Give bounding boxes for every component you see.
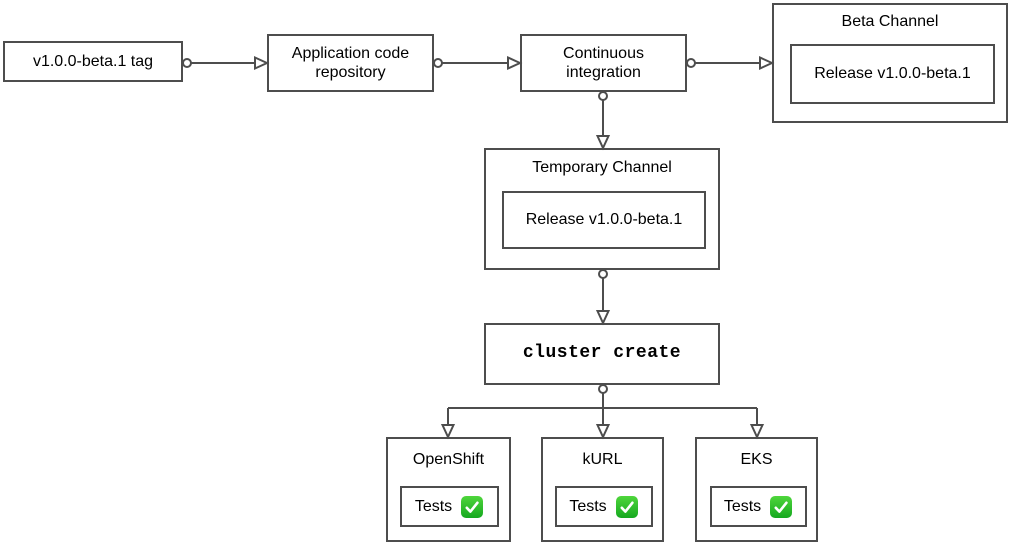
node-kurl-tests: Tests bbox=[555, 486, 653, 527]
group-beta-channel: Beta Channel Release v1.0.0-beta.1 bbox=[772, 3, 1008, 123]
group-kurl: kURL Tests bbox=[541, 437, 664, 542]
group-openshift: OpenShift Tests bbox=[386, 437, 511, 542]
node-continuous-integration: Continuous integration bbox=[520, 34, 687, 92]
group-temporary-channel-title: Temporary Channel bbox=[532, 159, 672, 176]
node-beta-release-label: Release v1.0.0-beta.1 bbox=[814, 65, 971, 83]
check-mark-button-icon bbox=[615, 495, 638, 518]
node-openshift-tests: Tests bbox=[400, 486, 499, 527]
connector-cluster-create-fanout bbox=[440, 384, 765, 440]
node-eks-tests: Tests bbox=[710, 486, 807, 527]
group-temporary-channel: Temporary Channel Release v1.0.0-beta.1 bbox=[484, 148, 720, 270]
node-application-code-repository: Application code repository bbox=[267, 34, 434, 92]
group-eks-title: EKS bbox=[740, 451, 773, 468]
node-version-tag: v1.0.0-beta.1 tag bbox=[3, 41, 183, 82]
tests-label: Tests bbox=[414, 497, 453, 515]
node-cluster-create-command: cluster create bbox=[522, 343, 682, 364]
connector-ci-to-beta-channel bbox=[686, 55, 775, 71]
group-beta-channel-title: Beta Channel bbox=[841, 13, 939, 30]
tests-label: Tests bbox=[569, 497, 607, 515]
node-cluster-create: cluster create bbox=[484, 323, 720, 385]
check-mark-button-icon bbox=[461, 495, 484, 518]
node-beta-release: Release v1.0.0-beta.1 bbox=[790, 44, 995, 104]
connector-repo-to-ci bbox=[433, 55, 523, 71]
group-kurl-title: kURL bbox=[582, 451, 623, 468]
connector-ci-to-temporary-channel bbox=[595, 91, 611, 151]
check-mark-button-icon bbox=[770, 495, 793, 518]
group-openshift-title: OpenShift bbox=[412, 451, 485, 468]
node-continuous-integration-label: Continuous integration bbox=[563, 44, 644, 81]
tests-label: Tests bbox=[723, 497, 762, 515]
connector-tag-to-repo bbox=[182, 55, 270, 71]
node-temporary-release: Release v1.0.0-beta.1 bbox=[502, 191, 706, 249]
node-version-tag-label: v1.0.0-beta.1 tag bbox=[32, 52, 154, 70]
node-temporary-release-label: Release v1.0.0-beta.1 bbox=[525, 211, 683, 229]
connector-temporary-channel-to-cluster-create bbox=[595, 269, 611, 326]
group-eks: EKS Tests bbox=[695, 437, 818, 542]
node-application-code-repository-label: Application code repository bbox=[291, 44, 410, 81]
